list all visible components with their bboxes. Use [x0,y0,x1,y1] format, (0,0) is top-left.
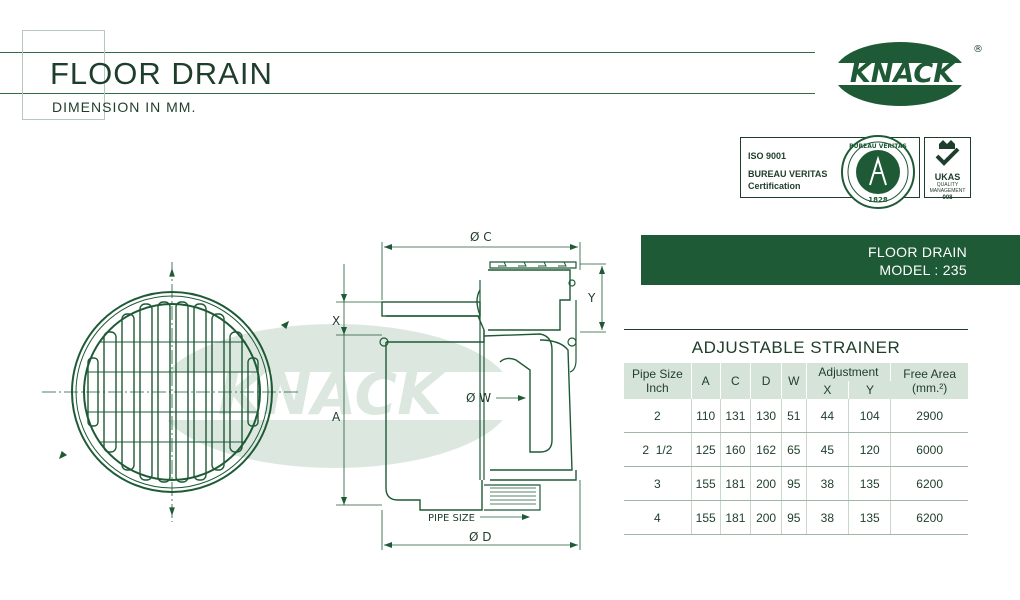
th-adjustment: Adjustment [806,363,892,381]
iso-line3: Certification [748,181,801,191]
bureau-veritas-seal-icon: BUREAU VERITAS 1828 [841,135,915,209]
svg-text:BUREAU VERITAS: BUREAU VERITAS [849,143,907,150]
header-rule-short [22,30,105,31]
page-title: FLOOR DRAIN [50,56,273,91]
th-d: D [750,363,782,399]
header-rule-vert [22,30,23,120]
label-diameter-c: Ø C [470,230,492,244]
brand-logo: KNACK ® [832,40,983,113]
grate-top-view [42,262,300,522]
label-diameter-d: Ø D [469,530,492,544]
product-model: MODEL : 235 [879,262,967,278]
th-c: C [720,363,752,399]
svg-text:1828: 1828 [868,196,888,204]
label-x: X [332,314,340,328]
label-y: Y [587,291,596,305]
th-w: W [781,363,807,399]
svg-text:®: ® [973,44,982,55]
iso-line2: BUREAU VERITAS [748,169,828,179]
th-a: A [691,363,721,399]
brand-logo-text: KNACK [850,58,956,89]
th-y: Y [848,381,891,399]
crown-tick-icon [935,140,960,166]
label-pipe-size: PIPE SIZE [428,513,475,524]
ukas-badge: UKAS QUALITY MANAGEMENT 008 [924,137,971,201]
header-rule-bottom [22,119,105,120]
table-rule-top [624,329,968,330]
technical-drawing: KNACK [42,230,606,550]
table-row: 4 155 181 200 95 38 135 6200 [624,500,968,535]
th-x: X [806,381,850,399]
header-rule-top [0,52,815,53]
table-title: ADJUSTABLE STRAINER [691,338,901,357]
iso-line1: ISO 9001 [748,151,787,161]
label-diameter-w: Ø W [466,391,491,405]
th-free-area: Free Area(mm.²) [890,363,968,399]
page-subtitle: DIMENSION IN MM. [52,99,197,115]
header-rule-mid [0,93,815,94]
header-rule-vert2 [104,30,105,120]
table-row: 3 155 181 200 95 38 135 6200 [624,466,968,501]
label-a: A [332,410,341,424]
table-row: 2 1/2 125 160 162 65 45 120 6000 [624,432,968,467]
iso-certification-box: ISO 9001 BUREAU VERITAS Certification BU… [740,135,920,209]
table-row: 2 110 131 130 51 44 104 2900 [624,399,968,433]
drain-section-view [336,242,606,550]
product-name: FLOOR DRAIN [868,244,967,260]
model-banner: FLOOR DRAIN MODEL : 235 [641,235,1020,285]
